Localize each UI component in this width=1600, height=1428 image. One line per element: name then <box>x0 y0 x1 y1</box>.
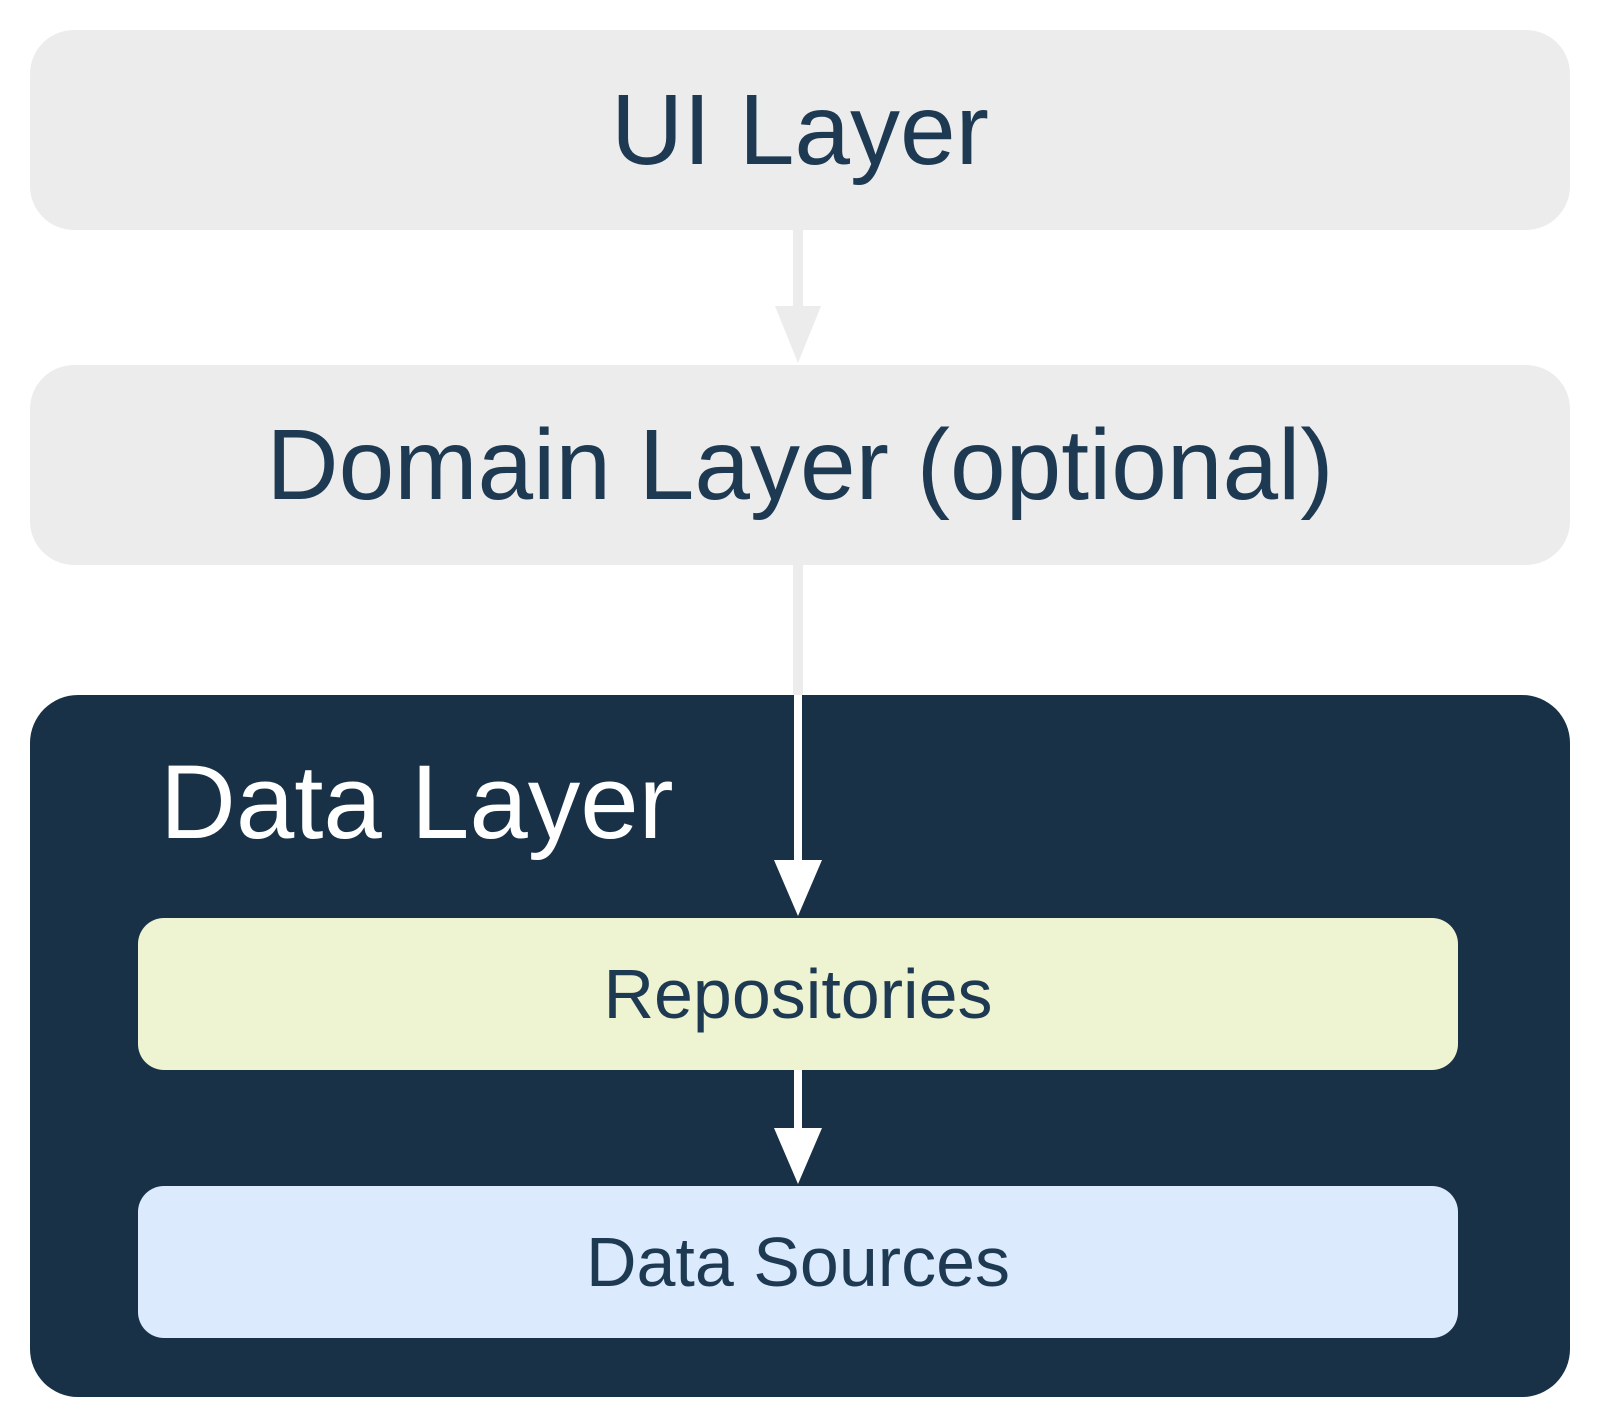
arrow-domain-to-repositories-shaft-white <box>794 695 802 860</box>
repositories-label: Repositories <box>603 955 993 1033</box>
domain-layer-box: Domain Layer (optional) <box>30 365 1570 565</box>
data-layer-label: Data Layer <box>160 744 674 861</box>
arrow-domain-to-repositories-head-icon <box>774 860 822 916</box>
ui-layer-label: UI Layer <box>611 73 989 186</box>
arrow-ui-to-domain-shaft <box>793 230 803 306</box>
data-sources-label: Data Sources <box>585 1223 1011 1301</box>
ui-layer-box: UI Layer <box>30 30 1570 230</box>
arrow-ui-to-domain-head-icon <box>775 306 821 363</box>
repositories-box: Repositories <box>138 918 1458 1070</box>
domain-layer-label: Domain Layer (optional) <box>266 408 1334 521</box>
arrow-domain-to-repositories-shaft-gray <box>793 565 803 695</box>
data-sources-box: Data Sources <box>138 1186 1458 1338</box>
arrow-repositories-to-datasources-shaft <box>794 1070 802 1128</box>
arrow-repositories-to-datasources-head-icon <box>774 1128 822 1184</box>
